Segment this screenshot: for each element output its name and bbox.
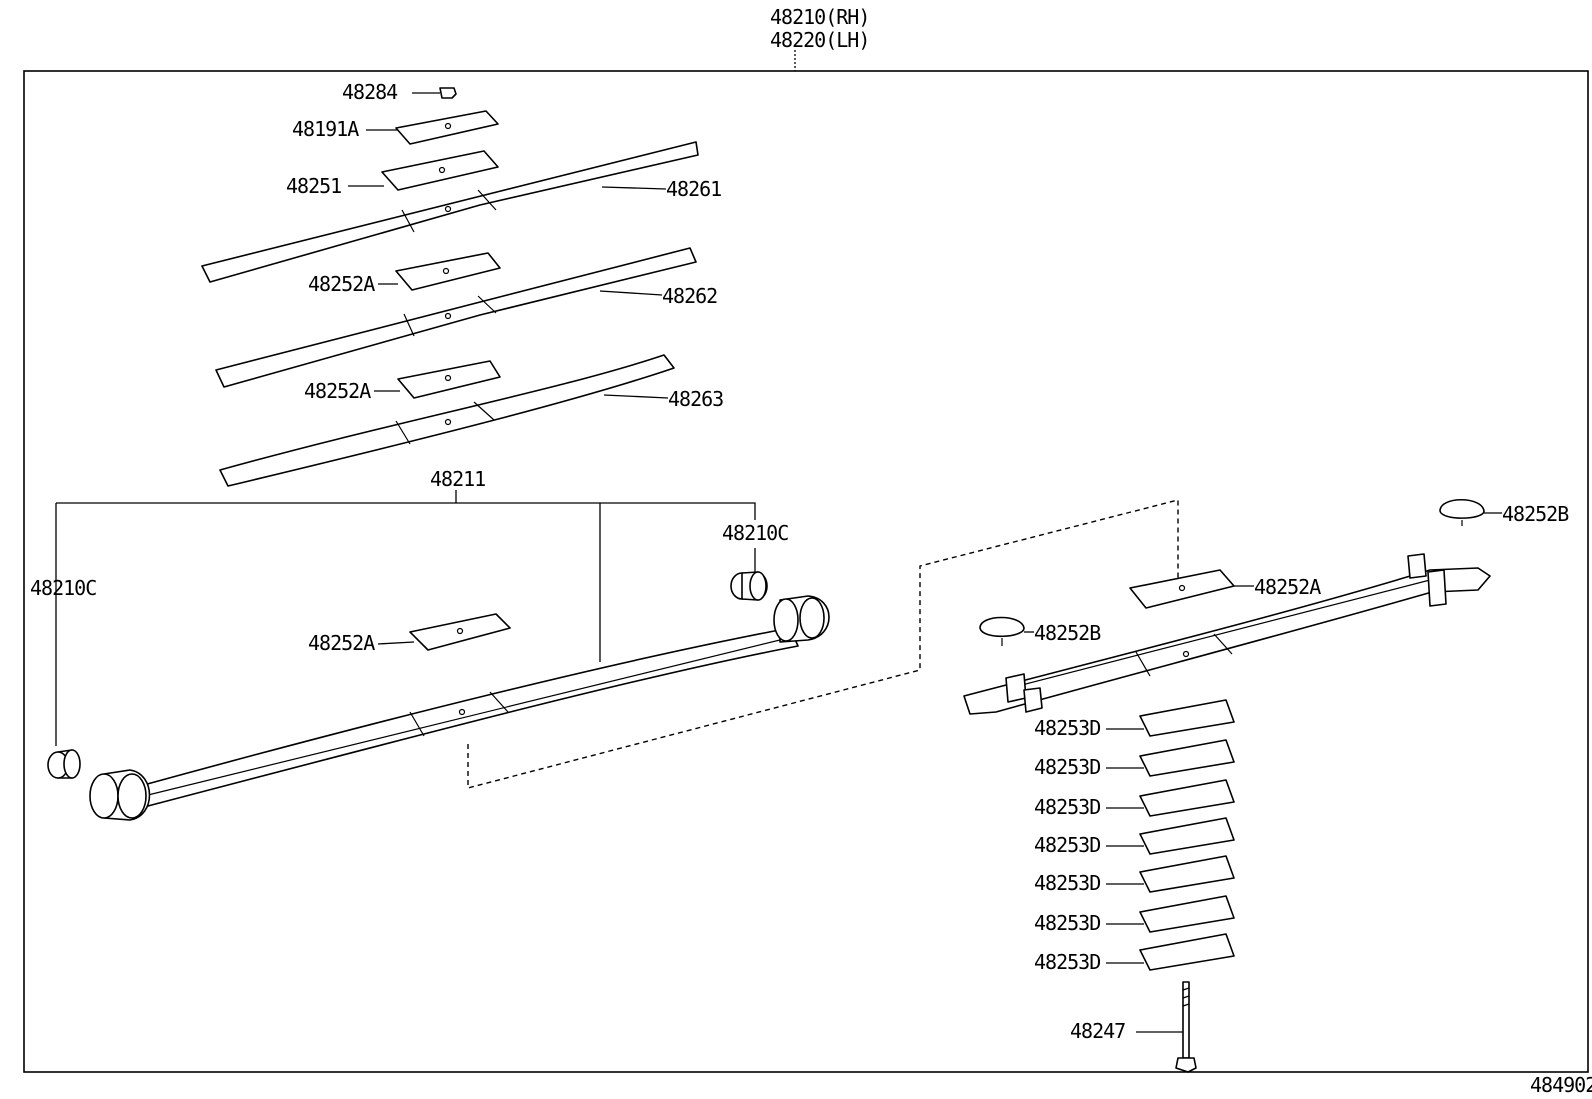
part-48253D-7 bbox=[1139, 933, 1235, 971]
label-48252A-2: 48252A bbox=[304, 379, 371, 403]
leaf-center-line bbox=[1213, 633, 1233, 655]
assembly-label-rh: 48210(RH) bbox=[770, 5, 869, 29]
leaf-center-line bbox=[401, 209, 415, 233]
part-48191A-plate bbox=[395, 110, 499, 145]
leaf-center-line bbox=[489, 691, 509, 713]
leaf-center-line bbox=[473, 401, 495, 421]
part-48253D-2 bbox=[1139, 739, 1235, 777]
label-48253D-7: 48253D bbox=[1034, 950, 1100, 974]
plate-hole bbox=[456, 627, 464, 635]
label-48211: 48211 bbox=[430, 467, 485, 491]
label-48253D-4: 48253D bbox=[1034, 833, 1100, 857]
leaf-edge bbox=[147, 636, 793, 796]
part-48247-bolt-shank bbox=[1182, 981, 1190, 1059]
leaf-center-line bbox=[1135, 651, 1151, 677]
plate-hole bbox=[438, 166, 446, 174]
leader-48262 bbox=[599, 290, 663, 296]
label-48253D-5: 48253D bbox=[1034, 871, 1100, 895]
leader-48211-bracket bbox=[56, 502, 756, 520]
spacer-stack bbox=[1139, 699, 1235, 971]
label-48210C-right: 48210C bbox=[722, 521, 788, 545]
part-48252A-plate-4 bbox=[1129, 569, 1235, 609]
assembly-label-lh: 48220(LH) bbox=[770, 28, 869, 52]
part-48263-leaf bbox=[219, 354, 675, 487]
label-48253D-3: 48253D bbox=[1034, 795, 1100, 819]
leaf-center-line bbox=[395, 420, 411, 445]
label-48252B-2: 48252B bbox=[1034, 621, 1101, 645]
plate-hole bbox=[442, 267, 450, 275]
part-48253D-4 bbox=[1139, 817, 1235, 855]
label-48262: 48262 bbox=[662, 284, 717, 308]
part-48252B-cap-1 bbox=[1439, 499, 1485, 519]
part-48252A-plate-2 bbox=[397, 360, 501, 399]
leaf-center-line bbox=[477, 189, 497, 211]
leaf-center-line bbox=[409, 711, 425, 737]
label-48252B-1: 48252B bbox=[1502, 502, 1569, 526]
part-48253D-5 bbox=[1139, 855, 1235, 893]
part-48253D-3 bbox=[1139, 779, 1235, 817]
dashed-connection-line bbox=[467, 499, 1179, 789]
label-48210C-left: 48210C bbox=[30, 576, 96, 600]
leaf-hole bbox=[444, 312, 452, 320]
part-48252A-plate-3 bbox=[409, 613, 511, 651]
label-48252A-1: 48252A bbox=[308, 272, 375, 296]
part-48262-leaf bbox=[215, 247, 697, 388]
plate-hole bbox=[444, 374, 452, 382]
label-48247: 48247 bbox=[1070, 1019, 1125, 1043]
part-48284-nut bbox=[439, 87, 457, 99]
leaf-hole bbox=[458, 708, 466, 716]
part-48252B-cap-2 bbox=[979, 616, 1025, 638]
leaf-center-line bbox=[403, 313, 415, 337]
leaf-center-line bbox=[477, 295, 497, 314]
eye-end bbox=[773, 598, 799, 642]
part-48253D-1 bbox=[1139, 699, 1235, 737]
bushing-end bbox=[63, 749, 81, 779]
label-48252A-4: 48252A bbox=[1254, 575, 1321, 599]
label-48191A: 48191A bbox=[292, 117, 359, 141]
eye-end bbox=[89, 773, 119, 819]
label-48261: 48261 bbox=[666, 177, 721, 201]
leaf-hole bbox=[444, 418, 452, 426]
plate-hole bbox=[444, 122, 452, 130]
eye-end bbox=[799, 597, 825, 639]
part-spring-helper-leaf bbox=[963, 567, 1491, 715]
label-48251: 48251 bbox=[286, 174, 341, 198]
leaf-edge bbox=[1009, 579, 1431, 689]
label-48263: 48263 bbox=[668, 387, 723, 411]
part-48211-main-leaf bbox=[139, 627, 799, 807]
leader-48252A-3 bbox=[377, 641, 415, 645]
label-48253D-1: 48253D bbox=[1034, 716, 1100, 740]
leaf-clip bbox=[1427, 569, 1447, 607]
eye-end bbox=[117, 773, 147, 819]
leader-48261 bbox=[601, 186, 667, 190]
label-48252A-3: 48252A bbox=[308, 631, 375, 655]
bushing-end bbox=[749, 571, 767, 601]
leaf-hole bbox=[444, 205, 452, 213]
leaf-hole bbox=[1182, 650, 1190, 658]
bolt-thread bbox=[1182, 987, 1190, 1007]
label-48253D-2: 48253D bbox=[1034, 755, 1100, 779]
label-48284: 48284 bbox=[342, 80, 398, 104]
label-48253D-6: 48253D bbox=[1034, 911, 1100, 935]
part-48247-bolt-head bbox=[1175, 1057, 1197, 1073]
part-48261-leaf bbox=[201, 141, 699, 283]
leaf-clip bbox=[1023, 687, 1043, 713]
diagram-frame bbox=[23, 70, 1589, 1073]
leaf-clip bbox=[1407, 553, 1427, 579]
leader-48263 bbox=[603, 394, 669, 399]
leaf-clip bbox=[1005, 673, 1027, 703]
part-48253D-6 bbox=[1139, 895, 1235, 933]
plate-hole bbox=[1178, 584, 1186, 592]
figure-id: 484902 bbox=[1530, 1073, 1592, 1097]
